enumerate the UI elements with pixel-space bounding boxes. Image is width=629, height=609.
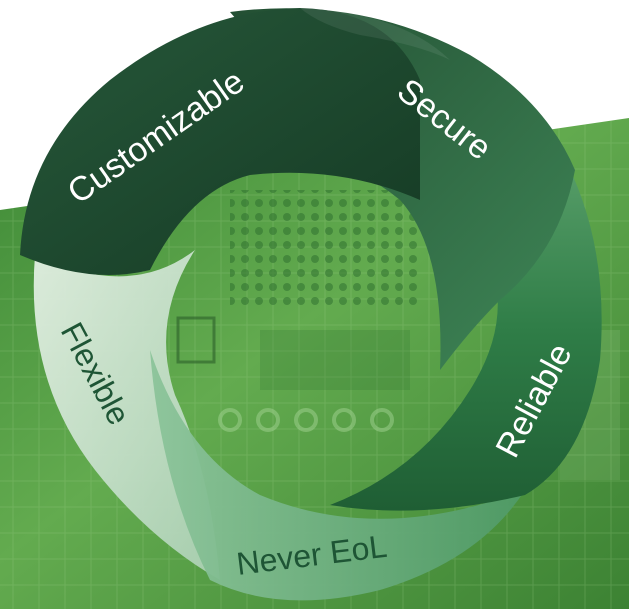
ring	[20, 8, 602, 601]
segment-flexible-shape	[33, 250, 220, 580]
segment-never-eol-shape	[150, 350, 525, 601]
segment-customizable-shape	[20, 8, 420, 275]
